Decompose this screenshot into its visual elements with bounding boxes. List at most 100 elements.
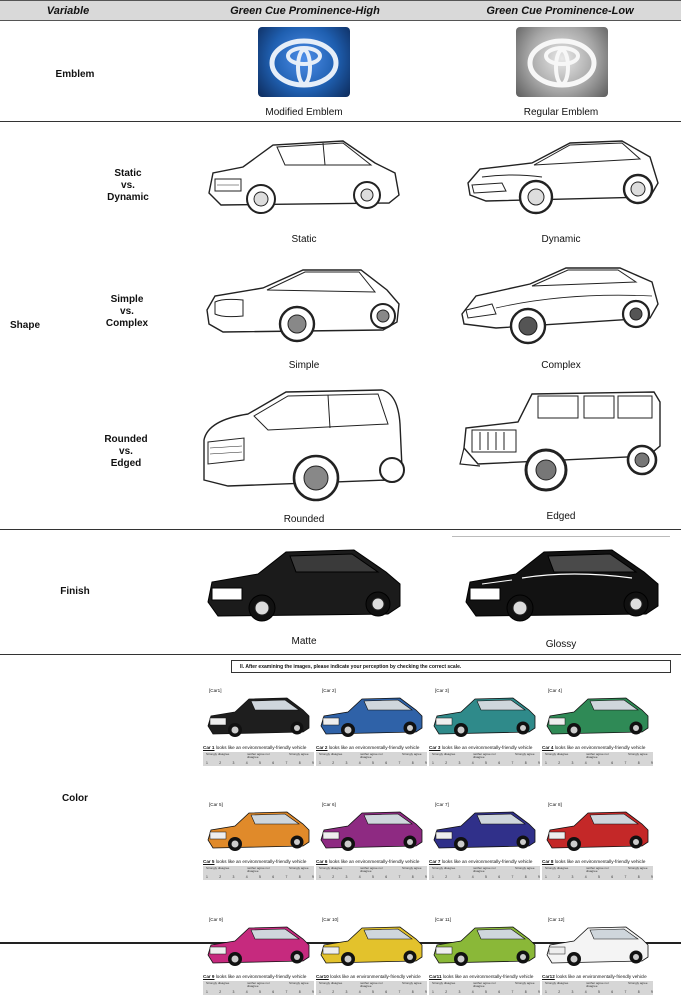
scale-option[interactable]: 7 [511,990,514,994]
scale-option[interactable]: 8 [637,875,640,879]
scale-option[interactable]: 1 [432,761,434,765]
scale-option[interactable]: 8 [411,990,414,994]
scale-option[interactable]: 6 [272,875,275,879]
scale-option[interactable]: 6 [272,761,275,765]
scale-option[interactable]: 1 [319,875,321,879]
scale-option[interactable]: 4 [584,761,587,765]
scale-option[interactable]: 2 [445,875,448,879]
scale-option[interactable]: 3 [458,990,461,994]
scale-option[interactable]: 8 [298,875,301,879]
scale-option[interactable]: 3 [458,761,461,765]
scale-option[interactable]: 5 [372,990,374,994]
scale-option[interactable]: 6 [611,761,614,765]
scale-option[interactable]: 5 [598,875,600,879]
scale-option[interactable]: 8 [298,990,301,994]
scale-option[interactable]: 7 [511,875,514,879]
scale-option[interactable]: 3 [458,875,461,879]
scale-option[interactable]: 9 [312,875,314,879]
scale-option[interactable]: 3 [345,761,348,765]
scale-option[interactable]: 1 [432,875,434,879]
scale-option[interactable]: 5 [372,761,374,765]
scale-option[interactable]: 9 [312,990,314,994]
scale-option[interactable]: 1 [206,875,208,879]
scale-option[interactable]: 7 [511,761,514,765]
scale-option[interactable]: 7 [285,875,288,879]
scale-option[interactable]: 4 [358,875,361,879]
scale-option[interactable]: 8 [524,761,527,765]
scale-option[interactable]: 2 [219,875,222,879]
scale-option[interactable]: 4 [471,761,474,765]
scale-option[interactable]: 6 [498,875,501,879]
scale-option[interactable]: 9 [312,761,314,765]
scale-option[interactable]: 1 [319,761,321,765]
scale-option[interactable]: 7 [624,875,627,879]
scale-option[interactable]: 1 [545,761,547,765]
scale-option[interactable]: 5 [259,990,261,994]
scale-option[interactable]: 9 [425,761,427,765]
scale-option[interactable]: 6 [498,990,501,994]
scale-option[interactable]: 5 [598,761,600,765]
scale-option[interactable]: 2 [219,990,222,994]
scale-option[interactable]: 7 [285,990,288,994]
scale-option[interactable]: 8 [637,990,640,994]
scale-option[interactable]: 9 [651,761,653,765]
scale-option[interactable]: 1 [545,990,547,994]
scale-option[interactable]: 2 [332,875,335,879]
scale-option[interactable]: 2 [558,990,561,994]
scale-option[interactable]: 3 [571,761,574,765]
scale-option[interactable]: 6 [611,990,614,994]
scale-option[interactable]: 3 [232,990,235,994]
scale-option[interactable]: 4 [584,990,587,994]
scale-option[interactable]: 4 [245,875,248,879]
scale-option[interactable]: 9 [538,875,540,879]
scale-option[interactable]: 1 [206,990,208,994]
scale-option[interactable]: 5 [485,875,487,879]
scale-option[interactable]: 2 [558,875,561,879]
scale-option[interactable]: 6 [611,875,614,879]
scale-option[interactable]: 1 [432,990,434,994]
scale-option[interactable]: 6 [498,761,501,765]
scale-option[interactable]: 7 [398,761,401,765]
scale-option[interactable]: 2 [445,990,448,994]
scale-option[interactable]: 8 [524,990,527,994]
scale-option[interactable]: 2 [332,761,335,765]
scale-option[interactable]: 4 [471,875,474,879]
scale-option[interactable]: 4 [584,875,587,879]
scale-option[interactable]: 1 [206,761,208,765]
scale-option[interactable]: 6 [385,990,388,994]
scale-option[interactable]: 9 [425,990,427,994]
scale-option[interactable]: 3 [232,761,235,765]
scale-option[interactable]: 4 [245,990,248,994]
scale-option[interactable]: 9 [538,990,540,994]
scale-option[interactable]: 2 [219,761,222,765]
scale-option[interactable]: 7 [624,990,627,994]
scale-option[interactable]: 3 [571,875,574,879]
scale-option[interactable]: 6 [385,875,388,879]
scale-option[interactable]: 5 [598,990,600,994]
scale-option[interactable]: 2 [558,761,561,765]
scale-option[interactable]: 1 [319,990,321,994]
scale-option[interactable]: 9 [538,761,540,765]
scale-option[interactable]: 3 [571,990,574,994]
scale-option[interactable]: 7 [285,761,288,765]
scale-option[interactable]: 5 [485,990,487,994]
scale-option[interactable]: 8 [524,875,527,879]
scale-option[interactable]: 6 [272,990,275,994]
scale-option[interactable]: 8 [411,761,414,765]
scale-option[interactable]: 5 [259,875,261,879]
scale-option[interactable]: 3 [345,875,348,879]
scale-option[interactable]: 3 [345,990,348,994]
scale-option[interactable]: 4 [358,990,361,994]
scale-option[interactable]: 7 [624,761,627,765]
scale-option[interactable]: 8 [637,761,640,765]
